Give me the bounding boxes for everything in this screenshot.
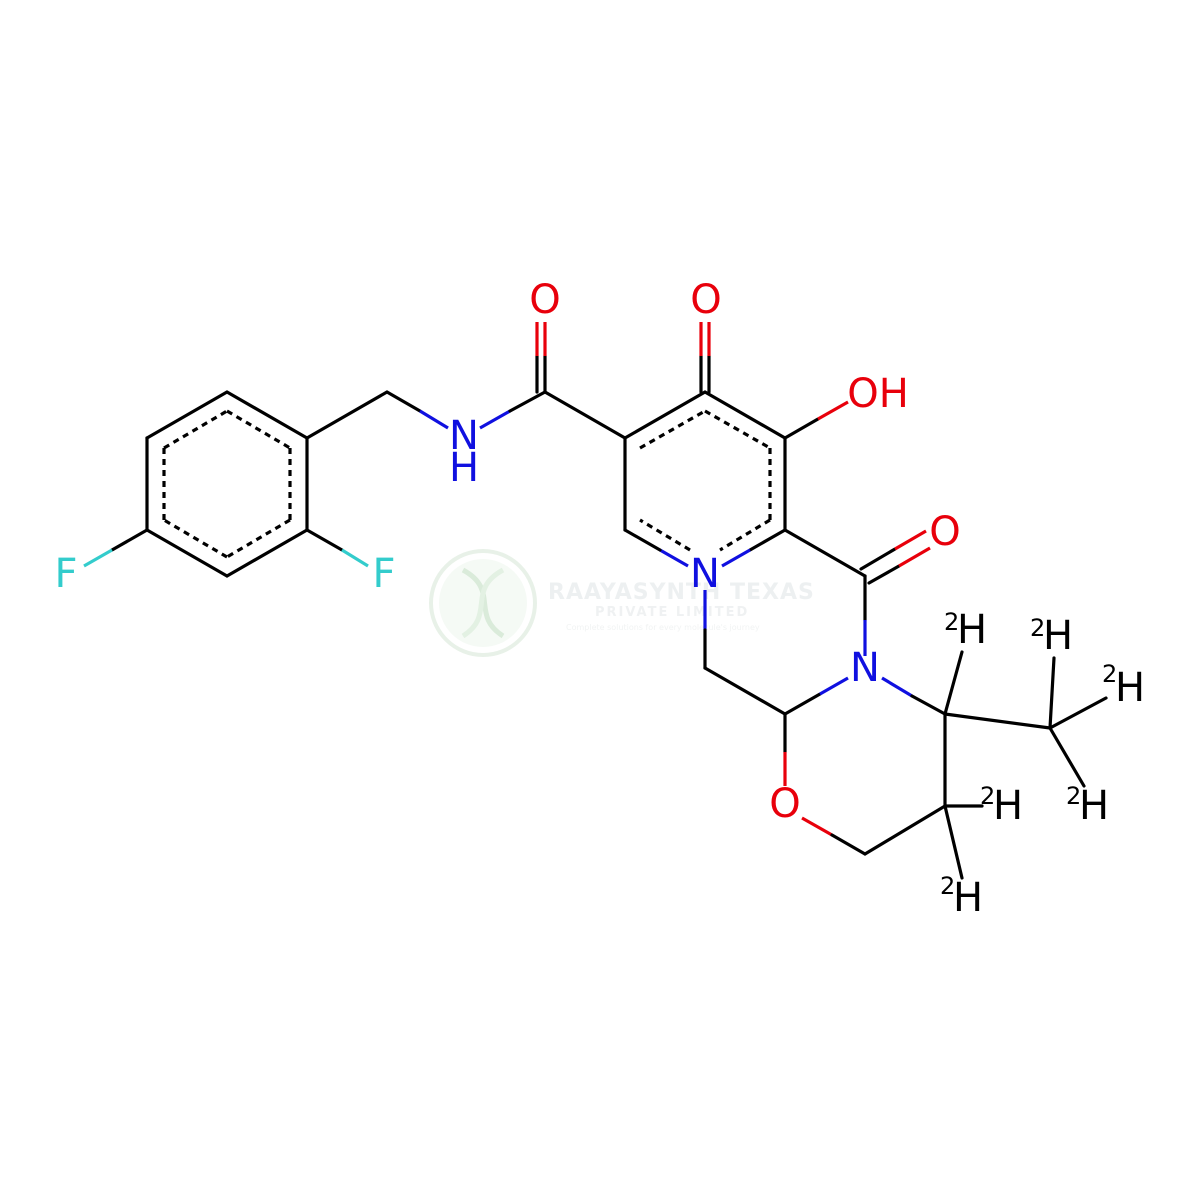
deuterium-label-6: 2 H xyxy=(940,872,983,921)
atom-F-para: F xyxy=(54,551,77,597)
svg-text:2: 2 xyxy=(1030,614,1045,642)
svg-text:H: H xyxy=(1115,665,1145,711)
atom-NH-H: H xyxy=(449,445,479,491)
atom-NH-N: N xyxy=(449,413,479,459)
svg-text:2: 2 xyxy=(940,872,955,900)
svg-text:H: H xyxy=(953,875,983,921)
atom-N-ring: N xyxy=(690,551,720,597)
svg-text:2: 2 xyxy=(1102,660,1117,688)
svg-text:H: H xyxy=(1079,783,1109,829)
deuterium-label-5: 2 H xyxy=(1066,782,1109,829)
atom-O-lactam: O xyxy=(929,509,960,555)
svg-text:H: H xyxy=(1043,613,1073,659)
svg-text:2: 2 xyxy=(1066,782,1081,810)
atom-O-ether: O xyxy=(769,781,800,827)
deuterium-label-3: 2 H xyxy=(1102,660,1145,711)
atom-O-amide: O xyxy=(529,277,560,323)
deuterium-label-1: 2 H xyxy=(944,607,987,653)
svg-text:2: 2 xyxy=(980,782,995,810)
watermark-logo-icon xyxy=(429,549,537,657)
watermark-title: RAAYASYNTH TEXAS xyxy=(548,580,815,605)
bonds xyxy=(83,322,1108,880)
watermark-subtitle: PRIVATE LIMITED xyxy=(595,605,749,620)
atom-O-keto: O xyxy=(690,277,721,323)
svg-text:H: H xyxy=(957,607,987,653)
deuterium-label-2: 2 H xyxy=(1030,613,1073,659)
svg-text:2: 2 xyxy=(944,608,959,636)
atom-F-ortho: F xyxy=(372,551,395,597)
atom-OH: OH xyxy=(847,371,909,417)
deuterium-label-4: 2 H xyxy=(980,782,1023,829)
svg-text:H: H xyxy=(993,783,1023,829)
watermark-tagline: Complete solutions for every molecule's … xyxy=(566,623,760,632)
atom-N-amide: N xyxy=(850,645,880,691)
watermark: RAAYASYNTH TEXAS PRIVATE LIMITED Complet… xyxy=(429,549,815,657)
atom-labels: O O OH O N H N N O F F 2 H 2 H 2 H 2 H 2… xyxy=(54,277,1145,921)
